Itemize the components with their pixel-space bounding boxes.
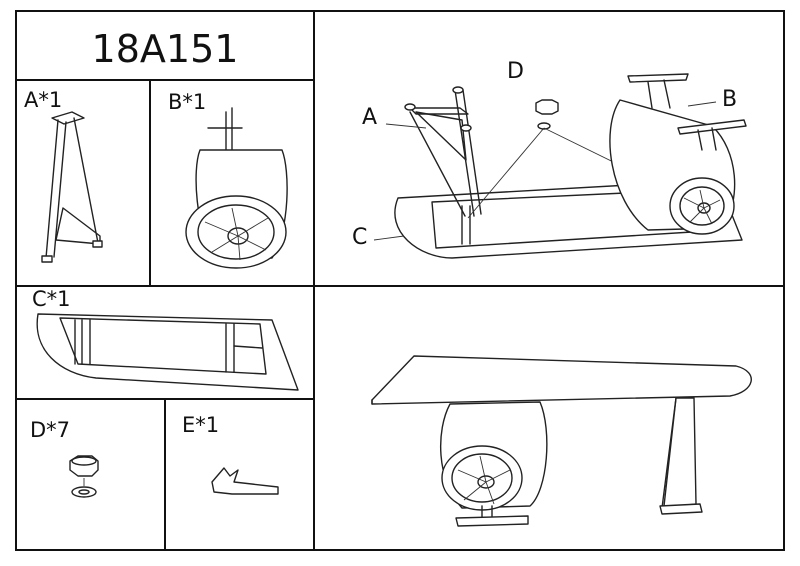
callout-a: A (362, 105, 377, 130)
part-c-tabletop (36, 313, 299, 391)
assembled-desk (371, 355, 752, 527)
grid-frame (15, 10, 785, 551)
part-label-a: A*1 (24, 88, 62, 112)
part-label-c: C*1 (32, 287, 71, 311)
model-number: 18A151 (92, 27, 239, 71)
part-label-e: E*1 (182, 413, 219, 437)
outer-border (15, 10, 785, 551)
part-e-wrench (211, 467, 279, 495)
callout-d: D (507, 59, 524, 84)
callout-c: C (352, 225, 367, 250)
part-a-leg (41, 111, 103, 263)
part-b-drum (185, 107, 288, 269)
part-label-b: B*1 (168, 90, 206, 114)
exploded-assembly (373, 73, 747, 259)
part-d-nut-washer (69, 455, 99, 498)
callout-b: B (722, 87, 737, 112)
part-label-d: D*7 (30, 418, 70, 442)
